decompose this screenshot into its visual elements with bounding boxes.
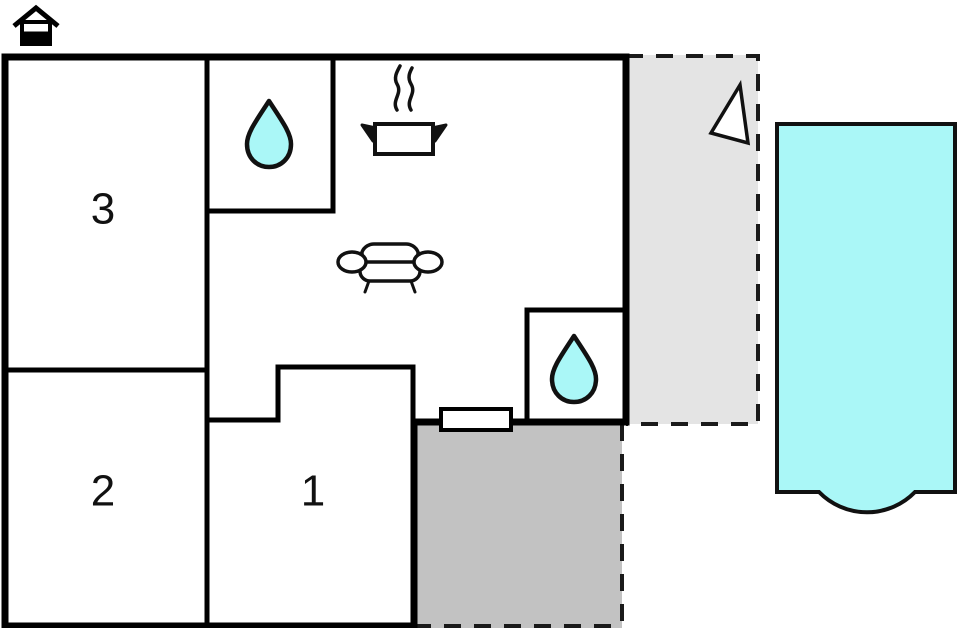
sofa-armrest-right-icon <box>412 250 444 274</box>
wall-bathroom-upper <box>204 54 336 214</box>
north-indicator <box>12 4 60 46</box>
room-label-3: 3 <box>91 185 115 234</box>
swimming-pool-shape <box>775 122 957 515</box>
sofa-leg-right-icon <box>409 279 417 294</box>
steam-line-right-icon <box>407 66 415 112</box>
interior-walls <box>2 54 629 628</box>
sofa-seat-icon <box>358 260 422 283</box>
sofa-armrest-left-icon <box>336 250 368 274</box>
water-drop-icon <box>244 98 294 170</box>
room-label-2: 2 <box>91 467 115 516</box>
house-body-filled-half-icon <box>20 31 52 46</box>
sofa-icon <box>336 242 444 294</box>
water-drop-shape <box>244 98 294 170</box>
steam-line-left-icon <box>393 64 402 112</box>
cooking-pot-icon <box>360 64 448 156</box>
room-label-1: 1 <box>301 467 325 516</box>
terrace-upper-dashed-border <box>626 54 760 426</box>
wall-bathroom-lower <box>524 307 629 425</box>
swimming-pool <box>775 122 957 515</box>
sofa-backrest-icon <box>360 242 420 264</box>
door-opening-rect[interactable] <box>439 407 513 432</box>
wall-room1-enclosure <box>204 364 416 427</box>
parasol-triangle-icon <box>708 79 751 146</box>
pot-body-icon <box>373 122 435 156</box>
sofa-leg-left-icon <box>363 279 371 294</box>
terrace-lower-fill <box>414 424 622 628</box>
main-door[interactable] <box>439 407 513 432</box>
water-drop-icon <box>549 333 599 405</box>
parasol-icon <box>708 79 751 146</box>
water-drop-shape <box>549 333 599 405</box>
building-footprint-fill <box>5 57 626 626</box>
